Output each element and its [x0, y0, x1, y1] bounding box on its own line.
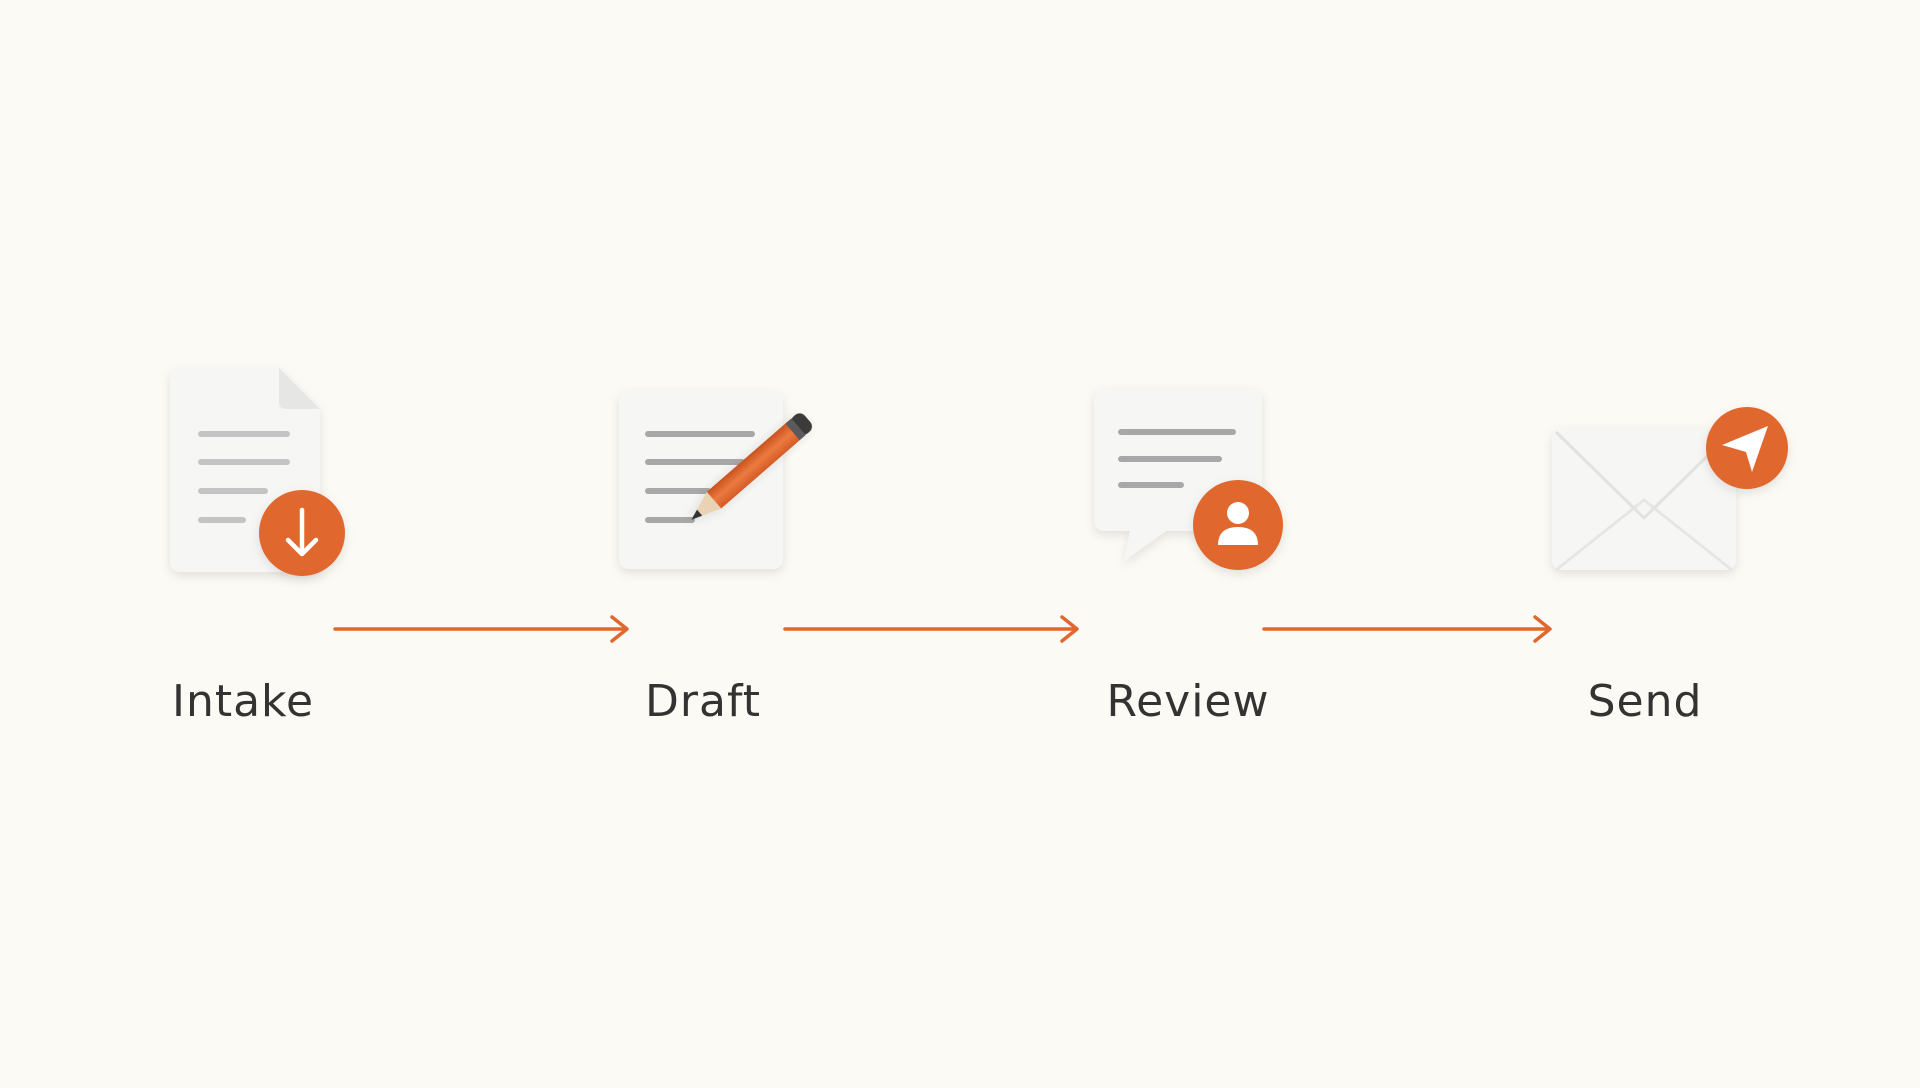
document-edit-icon	[619, 390, 783, 569]
arrow-down-icon	[259, 490, 345, 576]
step-label-draft: Draft	[645, 676, 761, 727]
pencil-icon	[691, 413, 812, 520]
envelope-icon	[1552, 428, 1736, 572]
step-label-send: Send	[1587, 676, 1703, 727]
step-label-intake: Intake	[171, 676, 315, 727]
connector-arrow	[1262, 615, 1552, 643]
connector-arrow	[783, 615, 1079, 643]
send-icon	[1706, 407, 1788, 489]
user-icon	[1193, 480, 1283, 570]
step-label-review: Review	[1106, 676, 1270, 727]
connector-arrow	[333, 615, 629, 643]
